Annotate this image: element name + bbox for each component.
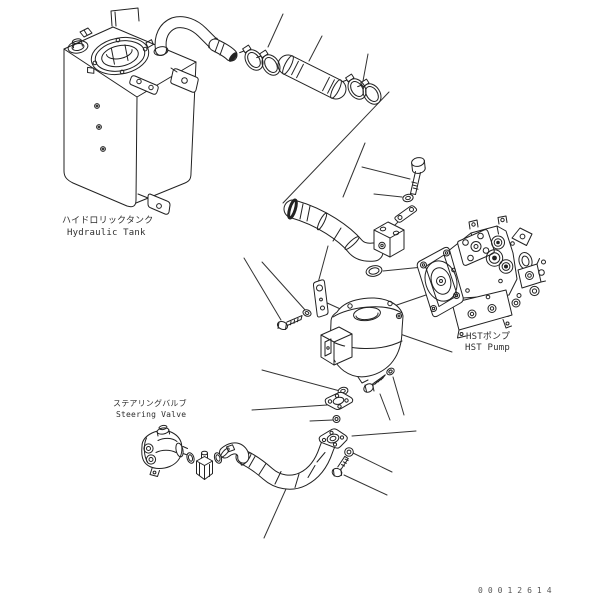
link-plate [394, 205, 418, 223]
hst-pump-drawing [416, 215, 546, 339]
tank-clip [79, 27, 93, 38]
flange-block [373, 221, 405, 258]
tank-filler-ring [87, 36, 154, 76]
hose-clamp-3 [342, 73, 367, 100]
steering-valve-drawing [141, 424, 188, 477]
steering-hose [235, 431, 340, 490]
lower-washer [344, 447, 354, 457]
plate-bolt [276, 315, 303, 331]
suction-elbow-hose [283, 198, 384, 262]
pump-inlet-body [320, 297, 404, 384]
hose-clamp-4 [357, 78, 382, 105]
plate-washer [302, 309, 312, 317]
hydraulic-tank-label-jp: ハイドロリックタンク [62, 216, 154, 226]
steering-valve-label-en: Steering Valve [116, 410, 187, 419]
steering-valve-label-jp: ステアリングバルブ [113, 399, 187, 408]
upper-bolt [410, 157, 426, 195]
hose-tube [277, 54, 347, 100]
drawing-number: 00012614 [478, 586, 557, 595]
flange-washer [386, 367, 395, 376]
tank-elbow-tube [153, 16, 220, 56]
hydraulic-tank-label-en: Hydraulic Tank [67, 228, 146, 238]
o-ring-1 [186, 452, 195, 464]
tank-hose-end [208, 38, 238, 62]
hose-clamp-2 [256, 49, 281, 76]
small-o-ring [332, 415, 341, 423]
upper-washer [402, 193, 414, 203]
tank-bracket-b [170, 68, 199, 93]
o-ring [365, 265, 383, 277]
flange-bolt [363, 374, 386, 393]
hydraulic-tank-drawing [63, 7, 238, 215]
hose-elbow-end [219, 442, 250, 464]
mounting-plate [312, 279, 329, 318]
tank-bottom-bracket [147, 193, 171, 215]
tank-top-bracket [110, 7, 140, 27]
elbow-fitting [196, 450, 213, 480]
breather-cap [67, 38, 89, 54]
hose-flange [318, 428, 348, 449]
hst-pump-label-jp: HSTポンプ [466, 332, 511, 342]
split-flange [324, 391, 354, 411]
lower-bolt [331, 455, 349, 478]
hst-pump-label-en: HST Pump [465, 343, 510, 353]
